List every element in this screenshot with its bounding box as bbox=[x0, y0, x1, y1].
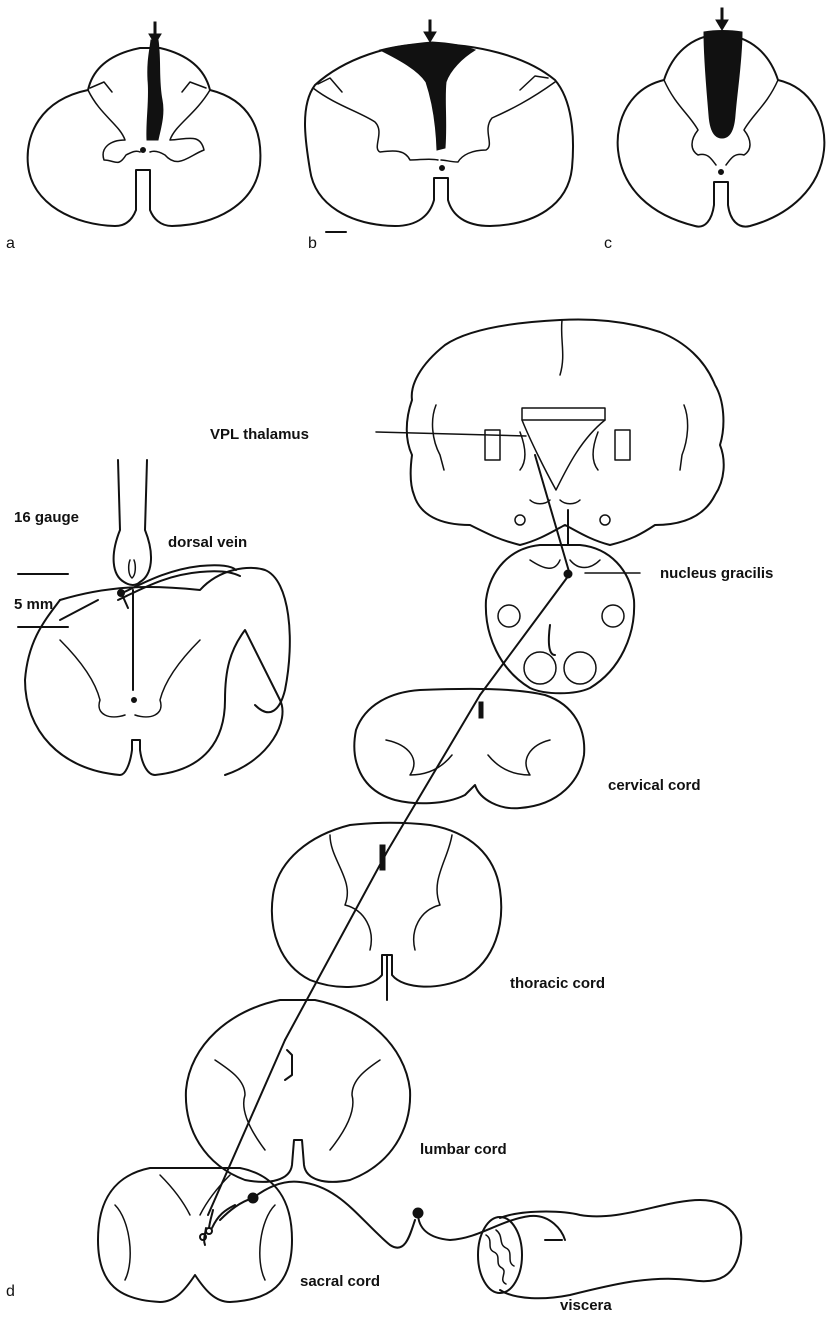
needle-inset bbox=[18, 460, 290, 775]
viscera-illustration bbox=[478, 1200, 741, 1298]
brain-coronal-section bbox=[407, 320, 724, 546]
panel-d-label: d bbox=[6, 1283, 15, 1300]
label-16-gauge: 16 gauge bbox=[14, 509, 79, 526]
label-thoracic-cord: thoracic cord bbox=[510, 975, 605, 992]
arrow-c bbox=[716, 8, 728, 30]
needle bbox=[114, 460, 151, 585]
arrow-b bbox=[424, 20, 436, 42]
label-viscera: viscera bbox=[560, 1297, 612, 1314]
label-vpl-thalamus: VPL thalamus bbox=[210, 426, 309, 443]
sacral-cord-section bbox=[98, 1168, 292, 1302]
lumbar-cord-section bbox=[186, 1000, 410, 1182]
panel-b-section: b bbox=[305, 20, 573, 252]
label-lumbar-cord: lumbar cord bbox=[420, 1141, 507, 1158]
panel-c-label: c bbox=[604, 235, 612, 252]
panel-a-section: a bbox=[6, 22, 260, 252]
label-dorsal-vein: dorsal vein bbox=[168, 534, 247, 551]
cervical-cord-section bbox=[354, 689, 584, 808]
thoracic-cord-section bbox=[272, 823, 501, 1000]
medulla-section bbox=[486, 545, 634, 693]
lesion-b bbox=[380, 42, 475, 150]
lesion-c bbox=[704, 31, 742, 139]
label-nucleus-gracilis: nucleus gracilis bbox=[660, 565, 773, 582]
panel-b-label: b bbox=[308, 235, 317, 252]
panel-c-section: c bbox=[604, 8, 824, 252]
label-scale-5mm: 5 mm bbox=[14, 596, 53, 613]
label-cervical-cord: cervical cord bbox=[608, 777, 701, 794]
label-sacral-cord: sacral cord bbox=[300, 1273, 380, 1290]
lesion-a bbox=[147, 40, 163, 140]
panel-a-label: a bbox=[6, 235, 15, 252]
